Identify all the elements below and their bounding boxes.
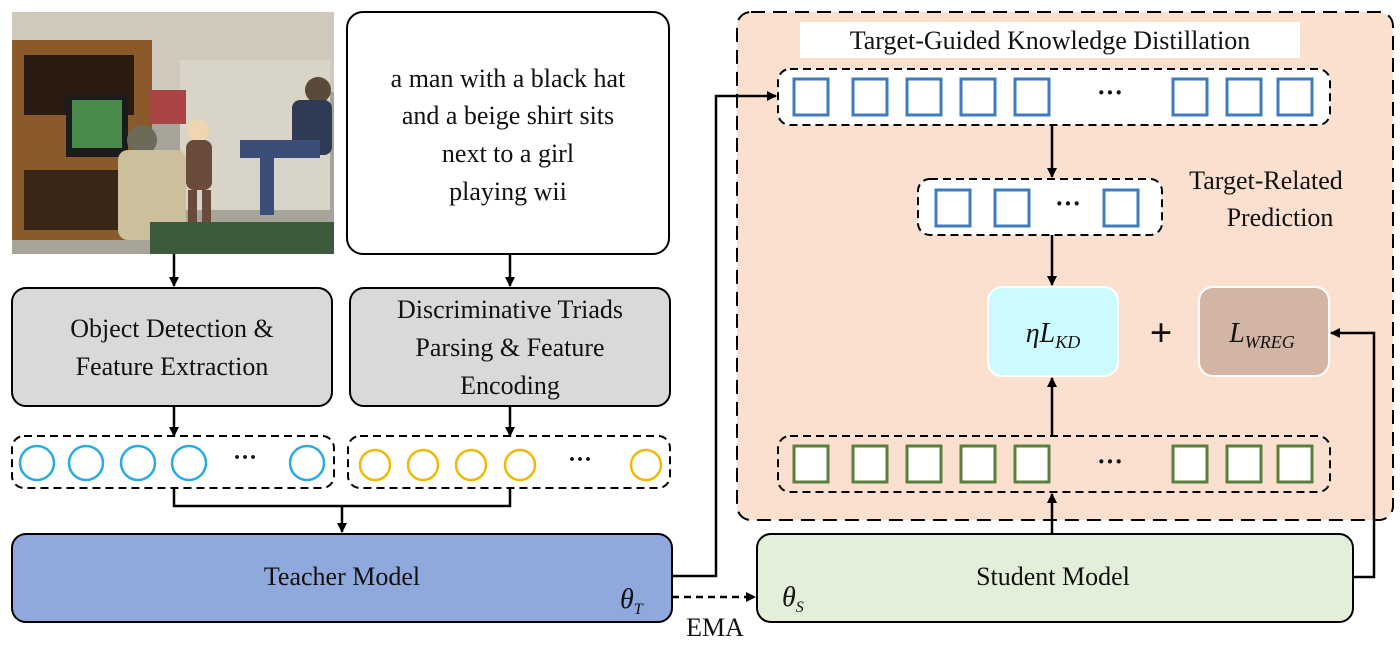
caption-line-1: a man with a black hat bbox=[391, 64, 626, 93]
prediction-token bbox=[1102, 188, 1140, 228]
text-token bbox=[454, 448, 488, 482]
student-token bbox=[792, 444, 830, 484]
text-token bbox=[503, 448, 537, 482]
caption-box bbox=[346, 11, 670, 255]
teacher-token bbox=[1013, 77, 1051, 117]
teacher-model-box bbox=[11, 533, 673, 623]
scene-photo bbox=[12, 12, 334, 254]
visual-token bbox=[18, 444, 56, 482]
teacher-theta: θT bbox=[620, 584, 644, 618]
wreg-loss-label: LWREG bbox=[1228, 318, 1295, 352]
prediction-token bbox=[934, 188, 972, 228]
text-token bbox=[358, 448, 392, 482]
caption-line-4: playing wii bbox=[449, 177, 567, 206]
prediction-token bbox=[993, 188, 1031, 228]
student-model-label: Student Model bbox=[976, 562, 1130, 591]
student-token bbox=[959, 444, 997, 484]
teacher-model-label: Teacher Model bbox=[264, 562, 420, 591]
visual-token-ellipsis: ··· bbox=[233, 445, 257, 471]
arrow-teacher-to-distillation bbox=[672, 91, 777, 578]
teacher-token bbox=[1171, 77, 1209, 117]
visual-token bbox=[67, 444, 105, 482]
triads-parsing-line-2: Parsing & Feature bbox=[415, 333, 604, 362]
kd-loss-box bbox=[987, 286, 1119, 377]
student-theta: θS bbox=[782, 582, 804, 616]
teacher-token bbox=[905, 77, 943, 117]
teacher-token-ellipsis: ··· bbox=[1097, 78, 1123, 107]
student-token bbox=[1013, 444, 1051, 484]
ema-label: EMA bbox=[686, 613, 744, 642]
student-token bbox=[1225, 444, 1263, 484]
student-token-ellipsis: ··· bbox=[1097, 447, 1123, 476]
distillation-panel bbox=[736, 11, 1394, 521]
teacher-token bbox=[851, 77, 889, 117]
student-token-squares bbox=[792, 444, 1314, 484]
text-token bbox=[629, 448, 663, 482]
student-token bbox=[1171, 444, 1209, 484]
object-detection-line-1: Object Detection & bbox=[70, 314, 274, 343]
object-detection-line-2: Feature Extraction bbox=[76, 352, 269, 381]
distillation-title: Target-Guided Knowledge Distillation bbox=[850, 26, 1251, 55]
kd-loss-label: ηLKD bbox=[1026, 318, 1080, 352]
teacher-token bbox=[959, 77, 997, 117]
caption-line-2: and a beige shirt sits bbox=[402, 101, 614, 130]
prediction-label-line-2: Prediction bbox=[1227, 203, 1334, 232]
plus-sign: + bbox=[1150, 310, 1173, 355]
object-detection-box bbox=[11, 287, 333, 407]
merge-connector bbox=[172, 488, 512, 508]
student-token bbox=[1276, 444, 1314, 484]
text-token bbox=[406, 448, 440, 482]
text-token-row bbox=[347, 435, 671, 489]
student-token bbox=[905, 444, 943, 484]
triads-parsing-line-3: Encoding bbox=[460, 371, 560, 400]
text-token-ellipsis: ··· bbox=[568, 447, 592, 473]
visual-token bbox=[288, 444, 326, 482]
distillation-title-box bbox=[800, 22, 1300, 58]
student-token bbox=[851, 444, 889, 484]
arrow-student-to-wreg bbox=[1330, 328, 1376, 579]
triads-parsing-line-1: Discriminative Triads bbox=[397, 295, 623, 324]
teacher-token-squares bbox=[792, 77, 1314, 117]
prediction-token-ellipsis: ··· bbox=[1055, 189, 1081, 218]
teacher-token bbox=[1225, 77, 1263, 117]
prediction-label-line-1: Target-Related bbox=[1189, 166, 1343, 195]
teacher-token bbox=[1276, 77, 1314, 117]
visual-token bbox=[119, 444, 157, 482]
wreg-loss-box bbox=[1198, 286, 1330, 377]
prediction-token-row bbox=[917, 178, 1163, 236]
teacher-token bbox=[792, 77, 830, 117]
caption-line-3: next to a girl bbox=[442, 139, 574, 168]
visual-token bbox=[170, 444, 208, 482]
